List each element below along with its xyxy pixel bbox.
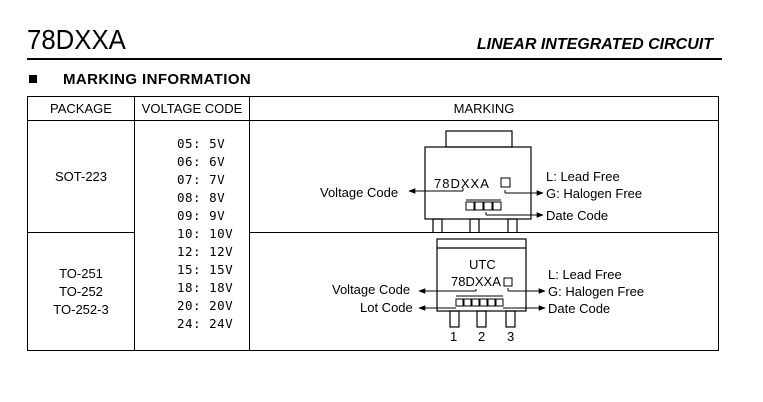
date-code-box-icon — [495, 298, 504, 307]
voltage-value: 5V — [209, 136, 226, 151]
package-name: SOT-223 — [54, 168, 108, 184]
voltage-code-row: 24: 24V — [167, 315, 249, 333]
voltage-value: 7V — [209, 172, 226, 187]
package-cell-sot223: SOT-223 — [27, 120, 135, 233]
voltage-code-header: VOLTAGE CODE — [134, 96, 250, 121]
lot-code-box-icon — [455, 298, 464, 307]
pin-2 — [476, 310, 487, 328]
halogen-free-label: G: Halogen Free — [548, 284, 644, 299]
table-row: TO-251 TO-252 TO-252-3 — [27, 232, 719, 351]
voltage-value: 6V — [209, 154, 226, 169]
package-header: PACKAGE — [27, 96, 135, 121]
package-tab — [445, 130, 513, 148]
voltage-code-row: 15: 15V — [167, 261, 249, 279]
marking-cell-to252: 1 2 3 UTC 78DXXA Voltage Code — [249, 232, 719, 351]
voltage-value: 8V — [209, 190, 226, 205]
date-code-box-icon — [492, 201, 502, 211]
voltage-code-value: 08 — [176, 190, 193, 205]
voltage-code-value: 09 — [176, 208, 193, 223]
voltage-value: 24V — [209, 316, 234, 331]
voltage-code-row: 12: 12V — [167, 243, 249, 261]
voltage-value: 10V — [209, 226, 234, 241]
package-name: TO-251 — [59, 265, 103, 281]
voltage-value: 15V — [209, 262, 234, 277]
table-header-row: PACKAGE VOLTAGE CODE MARKING — [27, 96, 719, 121]
date-code-box-icon — [487, 298, 496, 307]
pin-label-2: 2 — [478, 329, 485, 344]
date-code-label: Date Code — [548, 301, 610, 316]
date-code-label: Date Code — [546, 208, 608, 223]
header-rule — [27, 58, 722, 60]
voltage-code-row: 05: 5V — [167, 135, 249, 153]
voltage-code-value: 24 — [176, 316, 193, 331]
marking-header: MARKING — [249, 96, 719, 121]
voltage-value: 20V — [209, 298, 234, 313]
marking-cell-sot223: 1 2 3 78DXXA Voltage Code — [249, 120, 719, 233]
lead-halogen-box-icon — [500, 177, 511, 188]
pin-3 — [507, 218, 518, 232]
marking-table: PACKAGE VOLTAGE CODE MARKING SOT-223 05:… — [27, 96, 719, 351]
lot-code-label: Lot Code — [360, 300, 413, 315]
voltage-code-value: 07 — [176, 172, 193, 187]
date-code-box-icon — [479, 298, 488, 307]
voltage-code-value: 05 — [176, 136, 193, 151]
voltage-code-value: 06 — [176, 154, 193, 169]
voltage-value: 12V — [209, 244, 234, 259]
document-category: LINEAR INTEGRATED CIRCUIT — [476, 36, 713, 53]
voltage-code-row: 06: 6V — [167, 153, 249, 171]
voltage-code-label: Voltage Code — [320, 185, 398, 200]
section-bullet-icon — [29, 75, 37, 83]
device-marking-text: 78DXXA — [434, 176, 490, 191]
lead-free-label: L: Lead Free — [548, 267, 622, 282]
voltage-code-value: 20 — [176, 298, 193, 313]
voltage-code-value: 12 — [176, 244, 193, 259]
lead-halogen-box-icon — [503, 277, 513, 287]
voltage-code-value: 10 — [176, 226, 193, 241]
package-name: TO-252 — [59, 283, 103, 299]
voltage-value: 9V — [209, 208, 226, 223]
lead-free-label: L: Lead Free — [546, 169, 620, 184]
lot-code-box-icon — [471, 298, 480, 307]
voltage-code-row: 20: 20V — [167, 297, 249, 315]
date-code-box-icon — [465, 201, 475, 211]
package-cell-to252: TO-251 TO-252 TO-252-3 — [27, 232, 135, 351]
lot-code-box-icon — [463, 298, 472, 307]
pin-1 — [449, 310, 460, 328]
voltage-code-row: 09: 9V — [167, 207, 249, 225]
pin-3 — [505, 310, 516, 328]
voltage-code-row: 10: 10V — [167, 225, 249, 243]
voltage-code-row: 08: 8V — [167, 189, 249, 207]
pin-2 — [469, 218, 480, 232]
brand-marking-text: UTC — [469, 257, 496, 272]
sot223-marking-diagram: 1 2 3 78DXXA Voltage Code — [250, 121, 718, 232]
part-number: 78DXXA — [27, 24, 126, 55]
pin-1 — [432, 218, 443, 232]
package-name: TO-252-3 — [53, 301, 109, 317]
voltage-value: 18V — [209, 280, 234, 295]
date-code-box-icon — [483, 201, 493, 211]
halogen-free-label: G: Halogen Free — [546, 186, 642, 201]
section-title: MARKING INFORMATION — [63, 71, 252, 88]
voltage-code-row: 18: 18V — [167, 279, 249, 297]
voltage-code-label: Voltage Code — [332, 282, 410, 297]
to252-marking-diagram: 1 2 3 UTC 78DXXA Voltage Code — [250, 233, 718, 350]
voltage-code-row: 07: 7V — [167, 171, 249, 189]
pin-label-3: 3 — [507, 329, 514, 344]
pin-label-1: 1 — [450, 329, 457, 344]
voltage-code-value: 15 — [176, 262, 193, 277]
date-code-box-icon — [474, 201, 484, 211]
voltage-code-value: 18 — [176, 280, 193, 295]
device-marking-text: 78DXXA — [451, 274, 501, 289]
